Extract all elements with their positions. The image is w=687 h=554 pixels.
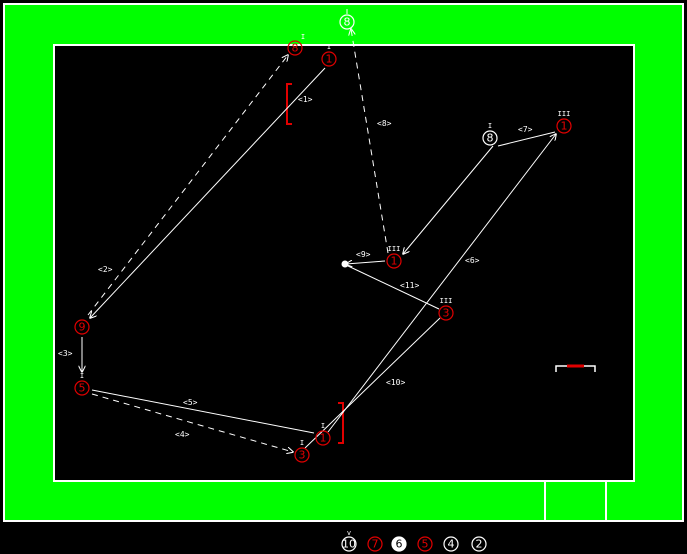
player-circle (321, 51, 337, 67)
player-circle (556, 118, 572, 134)
player-tick: I (321, 422, 325, 430)
player-circle (367, 536, 383, 552)
player-circle (417, 536, 433, 552)
edge-labels: <1> <2> <3> <4> <5> <6> <7> <8> <9> <10>… (58, 95, 533, 439)
bench-player[interactable]: 6 (391, 536, 407, 552)
edge-10 (304, 317, 441, 449)
edge-label-9: <9> (356, 250, 371, 259)
player-number: 9 (79, 321, 86, 334)
player-number: 8 (487, 132, 494, 145)
player-number: 1 (320, 432, 327, 445)
bench-player[interactable]: 10 (341, 536, 357, 552)
player-number: 8 (344, 16, 351, 29)
player-number: 3 (299, 449, 306, 462)
edge-label-1: <1> (298, 95, 313, 104)
edge-4 (91, 393, 293, 452)
edge-label-3: <3> (58, 349, 73, 358)
movement-lines (82, 29, 556, 452)
player-number: 4 (448, 538, 455, 551)
player-token[interactable]: 8 (339, 9, 355, 30)
bench-player[interactable]: 7 (367, 536, 383, 552)
edge-1 (90, 67, 326, 318)
player-number: 1 (391, 255, 398, 268)
player-number: 8 (292, 42, 299, 55)
player-tick: III (440, 297, 453, 305)
edge-6 (327, 134, 556, 433)
player-token[interactable]: I 1 (321, 43, 337, 67)
player-tick: I (300, 439, 304, 447)
player-circle (294, 447, 310, 463)
player-token[interactable]: I 3 (294, 439, 310, 463)
edge-label-5: <5> (183, 398, 198, 407)
edge-label-10: <10> (386, 378, 405, 387)
player-tick: I (80, 372, 84, 380)
player-circle (438, 305, 454, 321)
player-tick: I (488, 122, 492, 130)
edge-label-8: <8> (377, 119, 392, 128)
player-circle (386, 253, 402, 269)
player-circle (315, 430, 331, 446)
player-number: 10 (342, 538, 356, 551)
player-number: 7 (372, 538, 379, 551)
player-circle (391, 536, 407, 552)
player-circle (287, 40, 303, 56)
edge-label-2: <2> (98, 265, 113, 274)
player-token[interactable]: III 1 (386, 245, 402, 269)
edge-label-6: <6> (465, 256, 480, 265)
player-number: 1 (561, 120, 568, 133)
player-token[interactable]: I 1 (315, 422, 331, 446)
player-number: 5 (79, 382, 86, 395)
edge-8 (351, 29, 389, 254)
player-circle (74, 319, 90, 335)
player-token[interactable]: 9 (74, 319, 90, 335)
player-number: 1 (326, 53, 333, 66)
edge-label-7: <7> (518, 125, 533, 134)
player-token[interactable]: I 5 (74, 372, 90, 396)
edge-label-4: <4> (175, 430, 190, 439)
player-token[interactable]: III 1 (556, 110, 572, 134)
bench-player[interactable]: 5 (417, 536, 433, 552)
ball-icon[interactable] (341, 260, 349, 268)
players-layer: 8 I 8 I 1 I 8 III 1 III 1 III (74, 9, 572, 463)
bench-player[interactable]: 2 (471, 536, 487, 552)
edge-5 (91, 389, 315, 434)
player-tick: I (301, 33, 305, 41)
player-circle (482, 130, 498, 146)
player-token[interactable]: I 8 (287, 33, 305, 56)
bench-marker: v (347, 529, 351, 537)
edge-label-11: <11> (400, 281, 419, 290)
player-circle (471, 536, 487, 552)
player-number: 6 (396, 538, 403, 551)
bench-player[interactable]: 4 (443, 536, 459, 552)
bench-row: v 10 7 6 5 4 2 (341, 529, 487, 552)
player-circle (341, 536, 357, 552)
edge-11 (345, 264, 440, 310)
player-tick: III (558, 110, 571, 118)
edge-12 (403, 145, 494, 254)
player-circle (443, 536, 459, 552)
player-number: 3 (443, 307, 450, 320)
player-tick: I (327, 43, 331, 51)
goal-marker-bottom (338, 402, 344, 444)
edge-7 (497, 131, 556, 147)
player-tick: III (388, 245, 401, 253)
player-circle (339, 14, 355, 30)
player-token[interactable]: I 8 (482, 122, 498, 146)
player-number: 2 (476, 538, 483, 551)
player-number: 5 (422, 538, 429, 551)
edge-9 (346, 261, 386, 264)
player-token[interactable]: III 3 (438, 297, 454, 321)
player-circle (74, 380, 90, 396)
goal-marker-top-left (286, 83, 292, 125)
